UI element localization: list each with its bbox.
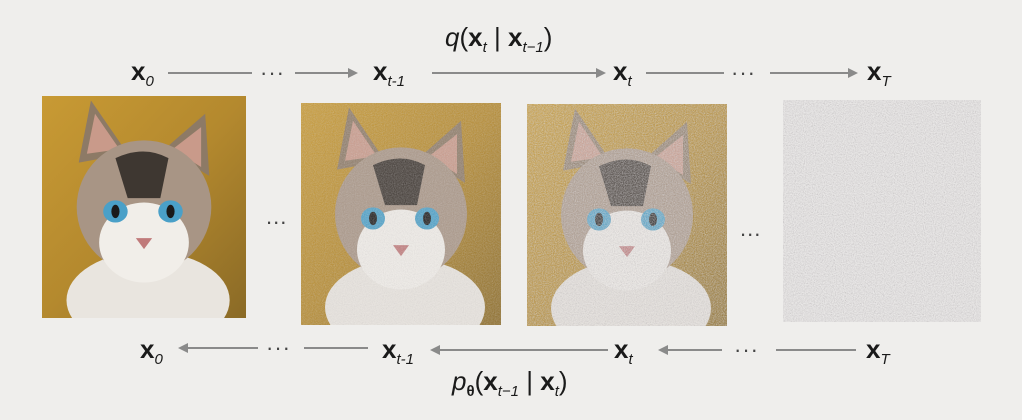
forward-process-formula: q(xt | xt−1) bbox=[445, 22, 553, 56]
forward-node-xT: xT bbox=[867, 56, 891, 90]
forward-node-xt: xt bbox=[613, 56, 632, 90]
image-ellipsis-left: ... bbox=[266, 204, 288, 229]
forward-arrow-dots-right: ··· bbox=[731, 60, 756, 85]
image-ellipsis-right: ... bbox=[740, 216, 762, 241]
cat-clean-image bbox=[42, 96, 246, 318]
cat-partially-noisy-image bbox=[301, 103, 501, 325]
forward-node-x0: x0 bbox=[131, 56, 154, 90]
reverse-node-xt-minus-1: xt-1 bbox=[382, 334, 414, 368]
reverse-node-xt: xt bbox=[614, 334, 633, 368]
reverse-process-formula: pθ(xt−1 | xt) bbox=[452, 366, 568, 400]
reverse-node-x0: x0 bbox=[140, 334, 163, 368]
pure-noise-image bbox=[783, 100, 981, 322]
forward-node-xt-minus-1: xt-1 bbox=[373, 56, 405, 90]
reverse-arrow-dots-right: ··· bbox=[734, 337, 759, 362]
forward-arrow-dots-left: ··· bbox=[260, 60, 285, 85]
cat-mostly-noisy-image bbox=[527, 104, 727, 326]
reverse-arrow-dots-left: ··· bbox=[266, 335, 291, 360]
reverse-node-xT: xT bbox=[866, 334, 890, 368]
